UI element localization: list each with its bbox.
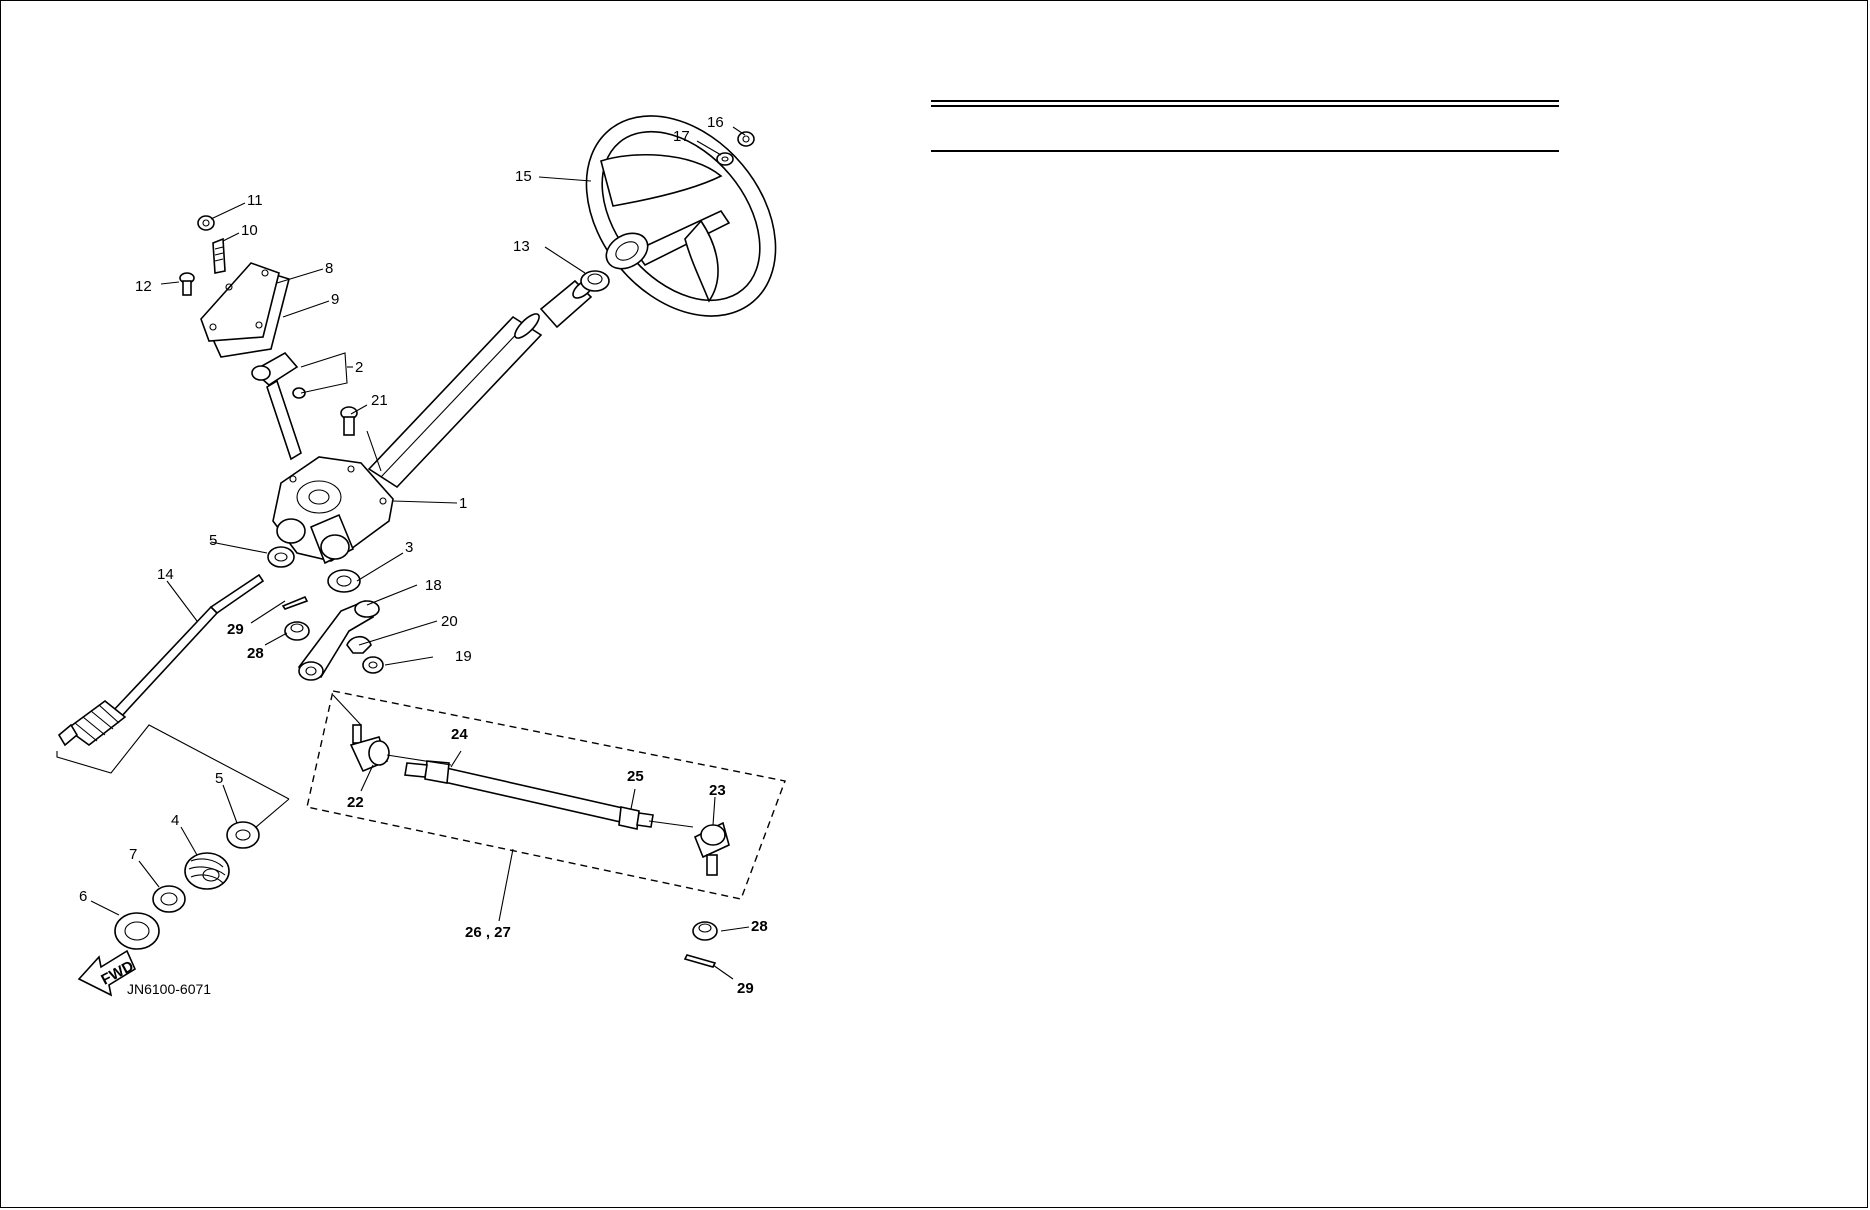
callout-22: 22 bbox=[347, 794, 364, 811]
bolt-12 bbox=[179, 272, 195, 296]
callout-2: 2 bbox=[355, 359, 363, 376]
seal-6 bbox=[114, 912, 160, 950]
steering-column-tube bbox=[367, 313, 543, 489]
bearing-5-lower bbox=[226, 821, 260, 849]
tie-rod bbox=[404, 760, 654, 830]
steering-wheel bbox=[585, 115, 777, 317]
diagram-code: JN6100-6071 bbox=[127, 981, 211, 997]
leader-lines bbox=[90, 126, 750, 980]
steering-exploded-diagram: FWD bbox=[56, 114, 786, 997]
callout-8: 8 bbox=[325, 260, 333, 277]
callout-7: 7 bbox=[129, 846, 137, 863]
bolt-21 bbox=[340, 406, 358, 436]
nut-16 bbox=[737, 131, 755, 147]
callout-23: 23 bbox=[709, 782, 726, 799]
callout-17: 17 bbox=[673, 128, 690, 145]
oil-seal-3 bbox=[327, 569, 361, 593]
callout-20: 20 bbox=[441, 613, 458, 630]
tie-rod-assembly-outline bbox=[306, 690, 786, 900]
callout-3: 3 bbox=[405, 539, 413, 556]
washer-7 bbox=[152, 885, 186, 913]
callout-15: 15 bbox=[515, 168, 532, 185]
tie-rod-end-23 bbox=[693, 821, 730, 876]
washer-17 bbox=[716, 152, 734, 166]
header-rule-double-bottom bbox=[931, 105, 1559, 107]
callout-29-lower: 29 bbox=[737, 980, 754, 997]
callout-6: 6 bbox=[79, 888, 87, 905]
callout-16: 16 bbox=[707, 114, 724, 131]
callout-29-upper: 29 bbox=[227, 621, 244, 638]
header-rule-single bbox=[931, 150, 1559, 152]
nut-11 bbox=[197, 215, 215, 231]
callout-14: 14 bbox=[157, 566, 174, 583]
gearbox-cover bbox=[200, 262, 290, 358]
column-nut bbox=[580, 270, 610, 292]
callout-5-lower: 5 bbox=[215, 770, 223, 787]
callout-26-27: 26 , 27 bbox=[465, 924, 511, 941]
callout-10: 10 bbox=[241, 222, 258, 239]
callout-5-upper: 5 bbox=[209, 532, 217, 549]
worm-shaft bbox=[57, 573, 265, 747]
callout-4: 4 bbox=[171, 812, 179, 829]
callout-1: 1 bbox=[459, 495, 467, 512]
callout-24: 24 bbox=[451, 726, 468, 743]
stud-10 bbox=[212, 237, 226, 274]
worm-gear-4 bbox=[184, 852, 230, 890]
lower-group-bracket bbox=[56, 724, 290, 800]
pitman-arm bbox=[297, 599, 380, 681]
castle-nut-28-lower bbox=[692, 921, 718, 941]
callout-18: 18 bbox=[425, 577, 442, 594]
callout-11: 11 bbox=[247, 192, 263, 209]
callout-19: 19 bbox=[455, 648, 472, 665]
tie-rod-end-22 bbox=[349, 724, 390, 773]
callout-25: 25 bbox=[627, 768, 644, 785]
callout-9: 9 bbox=[331, 291, 339, 308]
callout-21: 21 bbox=[371, 392, 388, 409]
callout-12: 12 bbox=[135, 278, 152, 295]
callout-13: 13 bbox=[513, 238, 530, 255]
callouts: 1 2 3 4 5 5 6 7 8 9 10 11 12 13 14 15 16… bbox=[79, 114, 768, 997]
cotter-pin-29-upper bbox=[281, 595, 309, 610]
nut-19 bbox=[362, 656, 384, 674]
callout-28-lower: 28 bbox=[751, 918, 768, 935]
callout-28-upper: 28 bbox=[247, 645, 264, 662]
castle-nut-28-upper bbox=[284, 621, 310, 641]
header-rule-double-top bbox=[931, 100, 1559, 102]
bearing-5-upper bbox=[267, 546, 295, 568]
cotter-pin-29-lower bbox=[683, 954, 717, 968]
sector-shaft bbox=[251, 351, 306, 461]
gear-box-housing bbox=[272, 456, 394, 565]
